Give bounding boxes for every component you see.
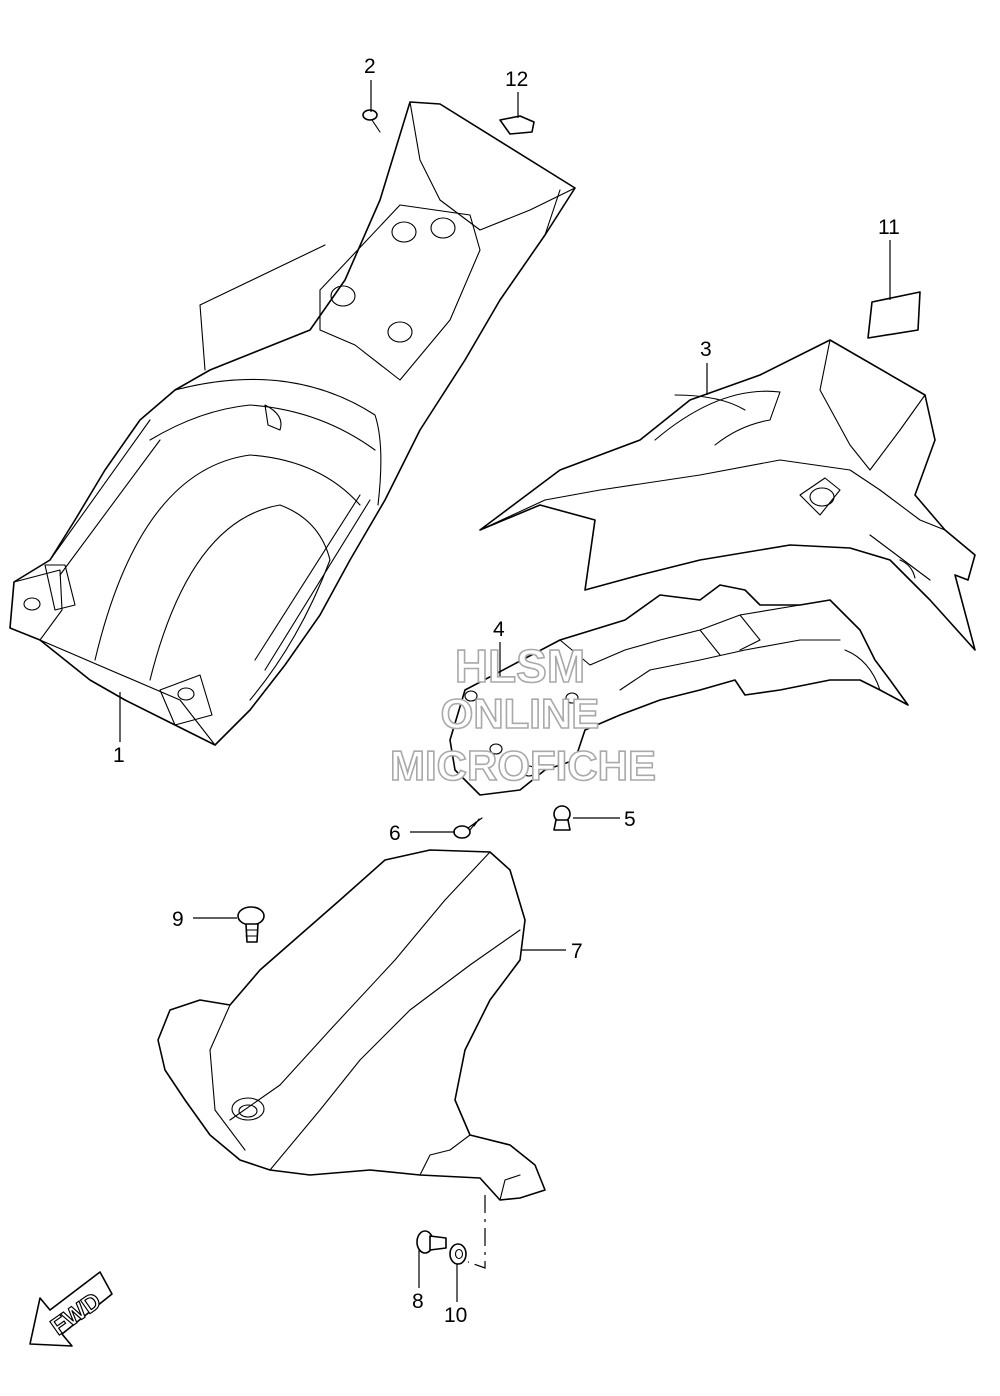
part-1-rear-inner-fender[interactable] [9, 101, 576, 746]
callout-2: 2 [364, 55, 376, 78]
part-3-tail-cover[interactable] [479, 339, 976, 651]
fwd-arrow: FWD [29, 1271, 113, 1347]
part-5-nut[interactable] [553, 805, 571, 831]
callout-1: 1 [113, 744, 125, 767]
part-2-screw[interactable] [362, 109, 381, 133]
watermark-line-3: MICROFICHE [390, 742, 656, 789]
part-12-pad[interactable] [499, 115, 535, 135]
part-9-bolt[interactable] [237, 906, 265, 943]
callout-5: 5 [624, 808, 636, 831]
callout-9: 9 [172, 908, 184, 931]
assembly-line [467, 1195, 486, 1269]
part-8-bolt[interactable] [416, 1230, 447, 1254]
watermark: HLSM ONLINE MICROFICHE [389, 639, 657, 790]
callout-labels: 1 2 3 4 5 6 7 8 9 10 11 12 [113, 55, 900, 1327]
callout-10: 10 [444, 1304, 467, 1327]
callout-12: 12 [505, 68, 528, 91]
leader-lines [119, 80, 891, 1302]
part-4-bracket[interactable] [449, 584, 909, 796]
callout-4: 4 [493, 618, 505, 641]
callout-11: 11 [878, 216, 900, 239]
callout-6: 6 [389, 822, 401, 845]
callout-8: 8 [412, 1290, 424, 1313]
watermark-line-2: ONLINE [441, 690, 600, 737]
part-11-plate[interactable] [867, 291, 921, 339]
watermark-line-1: HLSM [455, 640, 585, 692]
callout-3: 3 [700, 338, 712, 361]
part-10-washer[interactable] [449, 1243, 467, 1265]
callout-7: 7 [571, 940, 583, 963]
part-7-rear-fender[interactable] [157, 849, 546, 1201]
part-6-tapping-screw[interactable] [453, 817, 483, 839]
